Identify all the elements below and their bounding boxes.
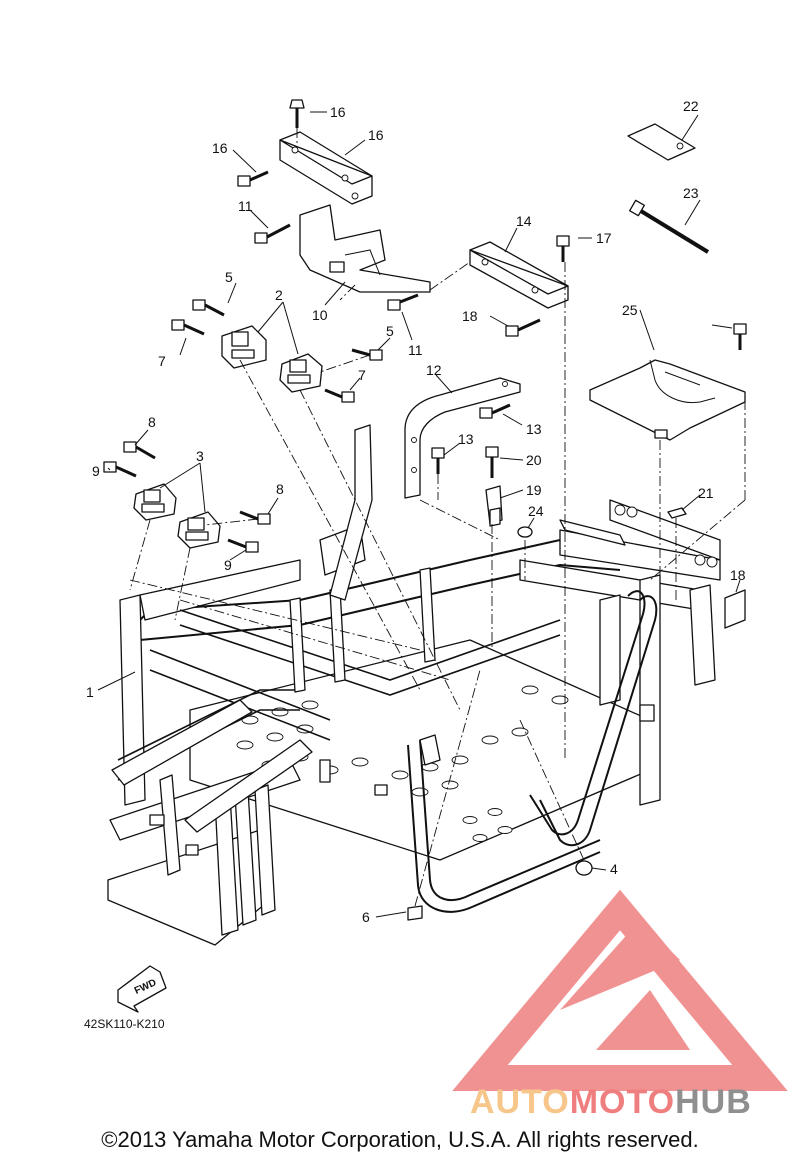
callout-19: 18: [730, 567, 746, 583]
watermark-hub: HUB: [675, 1083, 752, 1121]
bolt-8-right: [239, 510, 271, 525]
callout-4: 4: [610, 861, 618, 877]
callout-13-lower: 13: [458, 431, 474, 447]
engine-mount-2a: [221, 325, 267, 369]
callout-12: 12: [426, 362, 442, 378]
callout-18: 20: [526, 452, 542, 468]
callout-16-top: 16: [330, 104, 346, 120]
callout-5-right: 5: [386, 323, 394, 339]
bracket-14: [469, 241, 569, 309]
sticker-20: [667, 507, 687, 519]
callout-11-left: 11: [238, 198, 253, 214]
bolt-5-left: [192, 299, 225, 317]
bracket-10: [299, 204, 431, 293]
bolt-16-lower: [505, 318, 541, 337]
bolt-9-right: [227, 538, 259, 553]
bolt-16-right: [556, 235, 570, 262]
pin-22: [629, 199, 710, 254]
bolt-16-top: [289, 99, 305, 128]
cover-24: [589, 359, 746, 441]
bolt-9-left: [103, 461, 137, 478]
callout-1: 1: [86, 684, 94, 700]
watermark-auto: AUTO: [470, 1083, 570, 1121]
bracket-17: [485, 485, 503, 527]
callout-24: 25: [622, 302, 638, 318]
leader-lines: [97, 111, 741, 918]
bolt-13-right: [479, 403, 511, 419]
watermark-moto: MOTO: [569, 1083, 676, 1121]
callout-16-left: 16: [212, 140, 228, 156]
callout-14: 14: [516, 213, 532, 229]
bolts: [103, 99, 747, 553]
callout-22: 23: [683, 185, 699, 201]
label-21: [627, 123, 696, 161]
callout-2: 2: [275, 287, 283, 303]
bolt-11-right: [387, 293, 419, 311]
bolt-7-right: [324, 388, 355, 403]
fwd-arrow: FWD: [117, 965, 167, 1013]
callout-15: 16: [368, 127, 384, 143]
callout-8-right: 8: [276, 481, 284, 497]
callout-16-right: 17: [596, 230, 612, 246]
engine-mount-2b: [279, 353, 323, 393]
callout-5-left: 5: [225, 269, 233, 285]
callout-labels: 16 16 16 11 10 14 17 18 11 5 2 7 5 7 12 …: [86, 98, 746, 925]
watermark-text: AUTOMOTOHUB: [470, 1083, 752, 1122]
main-frame: [107, 424, 721, 946]
bolt-11-left: [254, 223, 291, 244]
watermark-logo: [452, 889, 788, 1091]
callout-13-right: 13: [526, 421, 542, 437]
bracket-15: [279, 131, 373, 205]
bolt-25: [733, 323, 747, 350]
bolt-18: [485, 446, 499, 478]
callout-10: 10: [312, 307, 328, 323]
engine-mount-3a: [133, 483, 177, 521]
callout-7-left: 7: [158, 353, 166, 369]
nut-4: [575, 860, 593, 876]
bolt-13-lower: [431, 447, 445, 474]
clip-6: [407, 905, 423, 921]
assembly-lines: [129, 128, 746, 907]
bolt-16-left: [237, 170, 269, 187]
callout-8-left: 8: [148, 414, 156, 430]
bracket-12: [404, 377, 521, 499]
callout-21: 22: [683, 98, 699, 114]
cap-23: [517, 526, 533, 538]
engine-mount-3b: [177, 511, 221, 549]
callout-3: 3: [196, 448, 204, 464]
bolt-7-left: [171, 319, 205, 336]
bolt-5-right: [351, 348, 383, 361]
callout-20: 21: [698, 485, 714, 501]
plate-19: [724, 589, 746, 629]
callout-7-right: 7: [358, 367, 366, 383]
callout-17: 19: [526, 482, 542, 498]
callout-9-left: 9: [92, 463, 100, 479]
bolt-8-left: [123, 441, 156, 460]
callout-6: 6: [362, 909, 370, 925]
copyright-notice: ©2013 Yamaha Motor Corporation, U.S.A. A…: [101, 1127, 699, 1152]
callout-9-right: 9: [224, 557, 232, 573]
diagram-code: 42SK110-K210: [84, 1017, 165, 1031]
callout-11-right: 11: [408, 342, 423, 358]
callout-16-lower: 18: [462, 308, 478, 324]
callout-23: 24: [528, 503, 544, 519]
